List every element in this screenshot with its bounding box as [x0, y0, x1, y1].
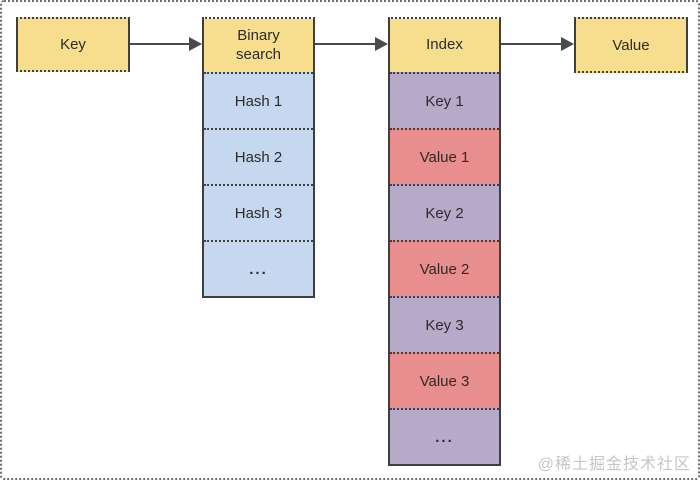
cell-key-1: Key 1: [390, 72, 499, 128]
cell-value-2: Value 2: [390, 240, 499, 296]
value-box: Value: [574, 17, 688, 73]
arrowhead-icon: [189, 37, 202, 51]
arrow-shaft: [315, 43, 378, 45]
arrow-index-to-value: [501, 37, 574, 52]
arrow-binary-search-to-index: [315, 37, 388, 52]
arrow-key-to-binary-search: [130, 37, 202, 52]
key-box-label: Key: [60, 36, 86, 53]
binary-search-header-label: Binary search: [235, 27, 282, 63]
index-header-label: Index: [426, 36, 463, 54]
value-box-label: Value: [612, 36, 650, 54]
cell-value-3: Value 3: [390, 352, 499, 408]
cell-hash-ellipsis: ...: [204, 240, 313, 296]
arrow-shaft: [130, 43, 192, 45]
index-column: Index Key 1 Value 1 Key 2 Value 2 Key 3 …: [388, 17, 501, 466]
arrowhead-icon: [561, 37, 574, 51]
watermark: @稀土掘金技术社区: [537, 456, 691, 473]
key-box: Key: [16, 17, 130, 72]
binary-search-column: Binary search Hash 1 Hash 2 Hash 3 ...: [202, 17, 315, 298]
cell-hash-3: Hash 3: [204, 184, 313, 240]
cell-hash-1: Hash 1: [204, 72, 313, 128]
arrow-shaft: [501, 43, 564, 45]
arrowhead-icon: [375, 37, 388, 51]
cell-hash-2: Hash 2: [204, 128, 313, 184]
cell-key-2: Key 2: [390, 184, 499, 240]
index-header: Index: [390, 19, 499, 72]
cell-index-ellipsis: ...: [390, 408, 499, 464]
cell-key-3: Key 3: [390, 296, 499, 352]
binary-search-header: Binary search: [204, 19, 313, 72]
cell-value-1: Value 1: [390, 128, 499, 184]
